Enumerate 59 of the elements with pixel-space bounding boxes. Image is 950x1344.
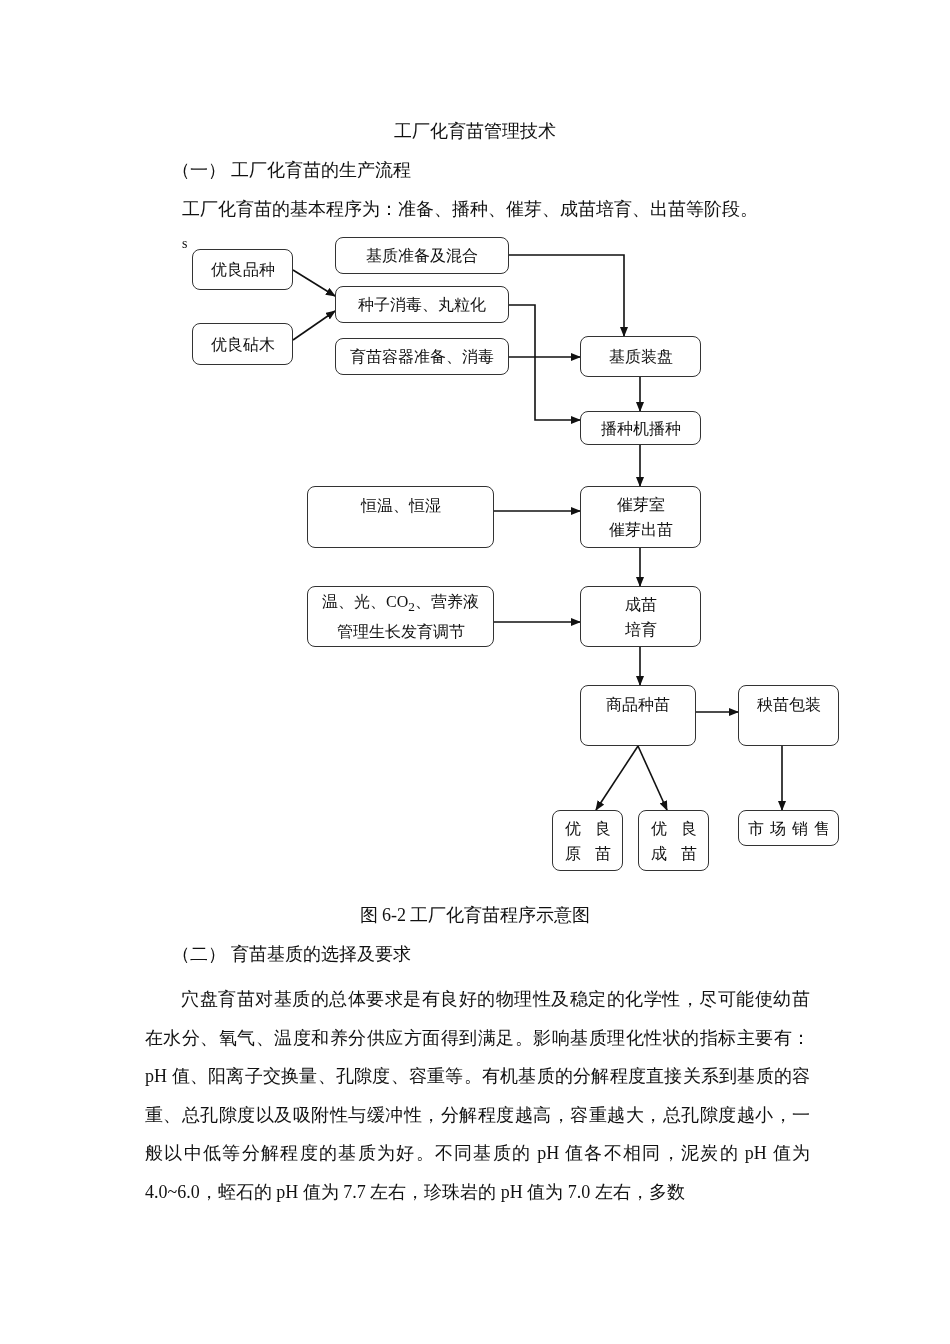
body-text: 工厂化育苗的基本程序为：准备、播种、催芽、成苗培育、出苗等阶段。 (182, 198, 758, 221)
arrow (636, 376, 644, 412)
box-text: 优良 (650, 818, 711, 839)
box-text: 市场销售 (747, 818, 836, 839)
stray-letter: s (182, 236, 188, 252)
box-text: 种子消毒、丸粒化 (358, 295, 486, 315)
process-box (580, 586, 701, 647)
process-box (192, 323, 293, 365)
process-box (307, 586, 494, 647)
arrow (695, 708, 739, 716)
section-heading: （二） 育苗基质的选择及要求 (172, 943, 411, 966)
arrow (508, 304, 581, 424)
process-box (580, 486, 701, 548)
arrow (292, 269, 336, 297)
box-text: 秧苗包装 (756, 695, 821, 715)
box-text: 原苗 (564, 843, 625, 864)
body-paragraph: 穴盘育苗对基质的总体要求是有良好的物理性及稳定的化学性，尽可能使幼苗在水分、氧气、温度和养分供应方面得到满足。影响基质理化性状的指标主要有：pH 值、阳离子交换量、孔隙度、容重等。有机基质的分解程度直接关系到基质的容重、总孔隙度以及吸附性与缓冲性，分解程度越高，容重越大，总孔隙度越小，一般以中低等分解程度的基质为好。不同基质的 pH 值各不相同，泥炭的 pH 值为 4.0~6.0，蛭石的 pH 值为 7.7 左右，珍珠岩的 pH 值为 7.0 左右，多数 (145, 988, 810, 1204)
process-box (307, 486, 494, 548)
box-text: 基质装盘 (608, 347, 673, 367)
section-heading: （一） 工厂化育苗的生产流程 (172, 159, 411, 182)
process-box (638, 810, 709, 871)
box-text: 催芽室 (616, 495, 665, 515)
arrow (508, 353, 581, 361)
arrow (636, 547, 644, 587)
figure-caption: 图 6-2 工厂化育苗程序示意图 (358, 904, 592, 927)
box-text: 商品种苗 (606, 695, 670, 715)
process-box (738, 810, 839, 846)
process-box (580, 685, 696, 746)
arrow (595, 745, 639, 811)
process-box (192, 249, 293, 290)
box-text: 播种机播种 (600, 418, 681, 439)
process-box (580, 411, 701, 445)
arrow (636, 444, 644, 487)
box-text: 恒温、恒湿 (360, 496, 441, 516)
arrow (508, 254, 628, 337)
process-box (552, 810, 623, 871)
box-text: 管理生长发育调节 (336, 622, 465, 643)
box-text: 优良 (564, 818, 625, 839)
arrow (292, 310, 336, 341)
arrow (493, 618, 581, 626)
arrow (493, 507, 581, 515)
process-box (335, 237, 509, 274)
box-text: 催芽出苗 (608, 520, 673, 540)
process-box (335, 286, 509, 323)
process-box (580, 336, 701, 377)
box-text: 培育 (624, 619, 657, 640)
box-text: 育苗容器准备、消毒 (350, 347, 494, 367)
box-text: 成苗 (624, 594, 657, 615)
arrow (778, 745, 786, 811)
process-box (738, 685, 839, 746)
page-title: 工厂化育苗管理技术 (393, 120, 557, 143)
process-box (335, 338, 509, 375)
box-text: 优良品种 (210, 260, 275, 280)
box-text: 温、光、CO$_{2}$、营养液 (322, 591, 479, 617)
box-text: 优良砧木 (210, 334, 275, 355)
arrow (636, 646, 644, 686)
box-text: 成苗 (650, 843, 711, 864)
box-text: 基质准备及混合 (366, 246, 478, 266)
arrow (637, 745, 668, 811)
